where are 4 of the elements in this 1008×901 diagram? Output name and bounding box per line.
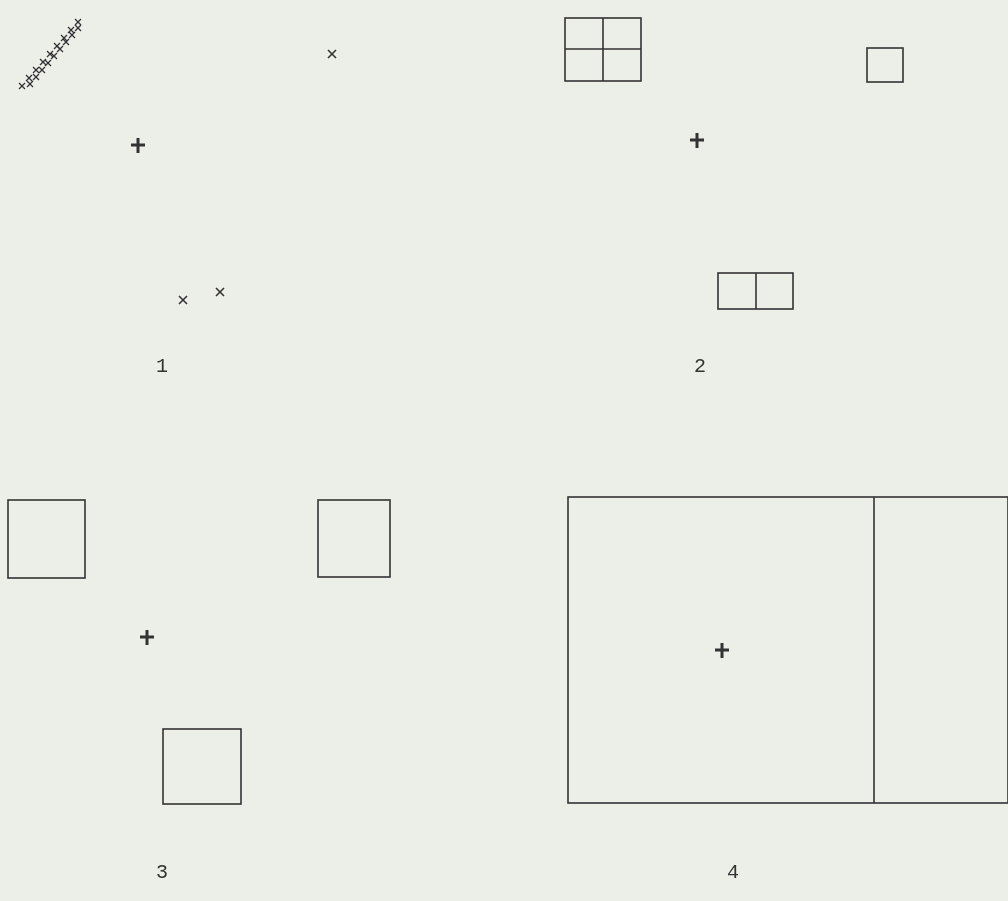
panel-number: 4 [727, 862, 739, 884]
panel-number: 2 [694, 356, 706, 378]
panel-number: 3 [156, 862, 168, 884]
panel-number: 1 [156, 356, 168, 378]
